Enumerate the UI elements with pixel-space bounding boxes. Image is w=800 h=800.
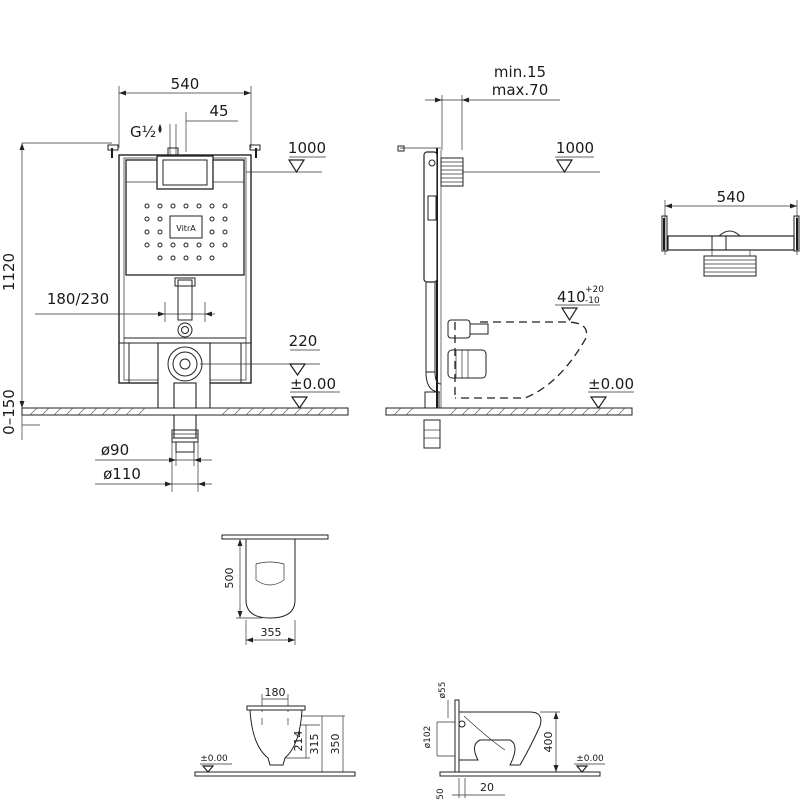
flush-height-dimension: 180/230 [35, 290, 215, 322]
pipe-large-label: ø110 [103, 465, 141, 483]
cistern-perforation: VitrA [144, 203, 228, 261]
front-floor-level-label: ±0.00 [290, 375, 336, 393]
front-height-dimension: 1120 [0, 142, 112, 408]
pipe-diameter-dimensions: ø90 ø110 [95, 440, 212, 492]
front-view: 540 45 G½ 1120 0–150 [0, 75, 349, 492]
side-floor-level: ±0.00 [588, 375, 634, 410]
bowl-dim-b-label: 315 [308, 734, 321, 755]
bowl-tol-minus-label: -10 [585, 296, 600, 306]
flush-height-label: 180/230 [47, 290, 109, 308]
side-floor-level-label: ±0.00 [588, 375, 634, 393]
bowl-dia-top-label: ø55 [438, 682, 448, 699]
bowl-tol-plus-label: +20 [585, 285, 604, 295]
top-width-label: 540 [717, 188, 746, 206]
bowl-side-view: ø55 ø102 400 ±0.00 20 50 [423, 682, 605, 800]
bowl-plan-view: 500 355 [221, 534, 329, 645]
bowl-dim-c-label: 350 [329, 734, 342, 755]
bowl-depth-label: 20 [480, 781, 494, 794]
top-view: 540 [661, 188, 800, 277]
inlet-label: G½ [130, 123, 156, 141]
front-floor-level: ±0.00 [290, 375, 340, 410]
bowl-bottom-label: 50 [436, 788, 446, 800]
pipe-small-label: ø90 [101, 441, 129, 459]
side-ref-height: 1000 [462, 139, 600, 174]
side-frame [397, 145, 464, 449]
front-ref-height-label: 1000 [288, 139, 326, 157]
outlet-bend [157, 342, 211, 453]
side-view: min.15 max.70 [385, 63, 634, 449]
front-ref-height: 1000 [246, 139, 326, 174]
bowl-length-label: 500 [223, 568, 236, 589]
bowl-height-dimension: 410 +20 -10 [555, 285, 604, 322]
outlet-height-label: 220 [289, 332, 318, 350]
wall-max-label: max.70 [492, 81, 549, 99]
bowl-width-label: 355 [261, 626, 282, 639]
water-drop-icon [158, 124, 162, 133]
front-offset-label: 45 [209, 102, 228, 120]
bowl-side-floor-label: ±0.00 [576, 754, 604, 764]
front-floor [21, 407, 349, 416]
bowl-top-width-label: 180 [265, 686, 286, 699]
wall-min-label: min.15 [494, 63, 546, 81]
bowl-dia-outlet-label: ø102 [423, 726, 433, 749]
outlet-height-dimension: 220 [200, 332, 320, 377]
bowl-side-height-label: 400 [542, 732, 555, 753]
bowl-front-floor-label: ±0.00 [200, 754, 228, 764]
bowl-height-label: 410 [557, 288, 586, 306]
tank-brand-logo: VitrA [176, 224, 196, 233]
bowl-front-view: 180 214 315 350 ±0.00 [194, 686, 356, 777]
side-floor [385, 407, 633, 416]
front-width-dimension: 540 [118, 75, 252, 148]
side-ref-height-label: 1000 [556, 139, 594, 157]
side-connectors [447, 319, 489, 379]
bowl-outline-dashed [455, 321, 588, 399]
bowl-dim-a-label: 214 [292, 731, 305, 752]
flush-pipe [174, 277, 196, 338]
front-width-label: 540 [171, 75, 200, 93]
front-offset-dimension: 45 [185, 102, 238, 152]
wall-thickness-dimension: min.15 max.70 [425, 63, 560, 150]
front-height-label: 1120 [0, 253, 18, 291]
adjust-range-label: 0–150 [0, 389, 18, 435]
